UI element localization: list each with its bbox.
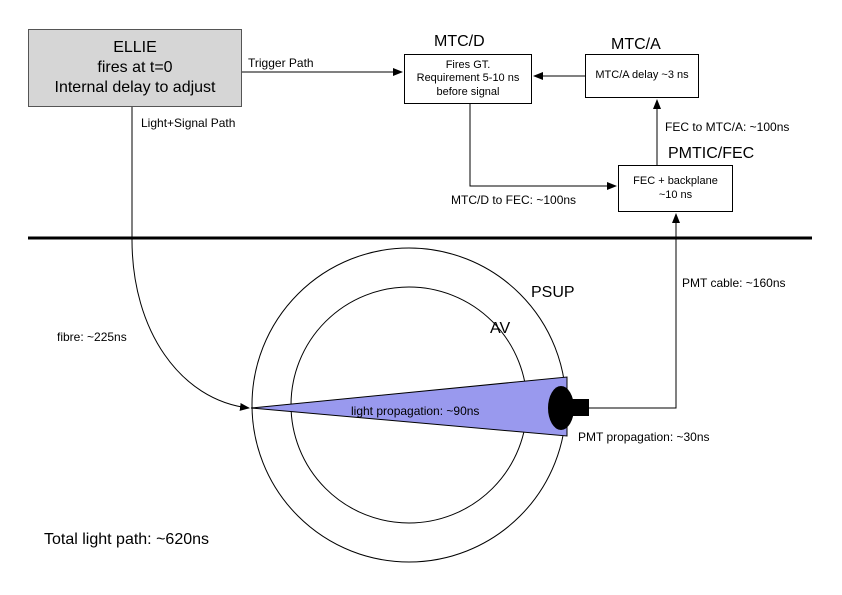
pmt-base xyxy=(569,399,589,416)
fec-box: FEC + backplane ~10 ns xyxy=(618,165,733,212)
mtcd-line2: Requirement 5-10 ns xyxy=(416,72,520,85)
mtca-box: MTC/A delay ~3 ns xyxy=(585,54,699,98)
fibre-path-arrow xyxy=(131,107,250,411)
ellie-fire-time: fires at t=0 xyxy=(97,59,173,76)
mtcd-box: Fires GT. Requirement 5-10 ns before sig… xyxy=(404,54,532,104)
pmt-cable-arrow xyxy=(589,213,680,409)
psup-label: PSUP xyxy=(531,284,575,301)
fibre-label: fibre: ~225ns xyxy=(57,330,127,344)
pmt-cable-label: PMT cable: ~160ns xyxy=(682,276,786,290)
fec-title: PMTIC/FEC xyxy=(668,145,755,162)
light-signal-path-label: Light+Signal Path xyxy=(141,116,236,130)
mtcd-to-fec-label: MTC/D to FEC: ~100ns xyxy=(451,193,577,207)
pmt-icon xyxy=(548,386,574,430)
light-propagation-label: light propagation: ~90ns xyxy=(351,404,480,418)
mtcd-line3: before signal xyxy=(436,85,500,98)
mtcd-title: MTC/D xyxy=(434,33,485,50)
total-light-path: Total light path: ~620ns xyxy=(44,531,210,548)
mtcd-to-fec-arrow xyxy=(469,104,617,190)
mtca-delay: MTC/A delay ~3 ns xyxy=(595,69,689,82)
ellie-box: ELLIE fires at t=0 Internal delay to adj… xyxy=(28,29,242,107)
ellie-delay-note: Internal delay to adjust xyxy=(54,79,216,96)
pmt-propagation-label: PMT propagation: ~30ns xyxy=(578,430,710,444)
av-label: AV xyxy=(490,320,511,337)
trigger-path-label: Trigger Path xyxy=(248,56,314,70)
mtca-title: MTC/A xyxy=(611,36,661,53)
ellie-name: ELLIE xyxy=(113,39,157,56)
fec-line1: FEC + backplane xyxy=(633,175,718,188)
fec-to-mtca-label: FEC to MTC/A: ~100ns xyxy=(665,120,790,134)
fec-line2: ~10 ns xyxy=(658,188,693,201)
mtcd-line1: Fires GT. xyxy=(445,59,491,72)
